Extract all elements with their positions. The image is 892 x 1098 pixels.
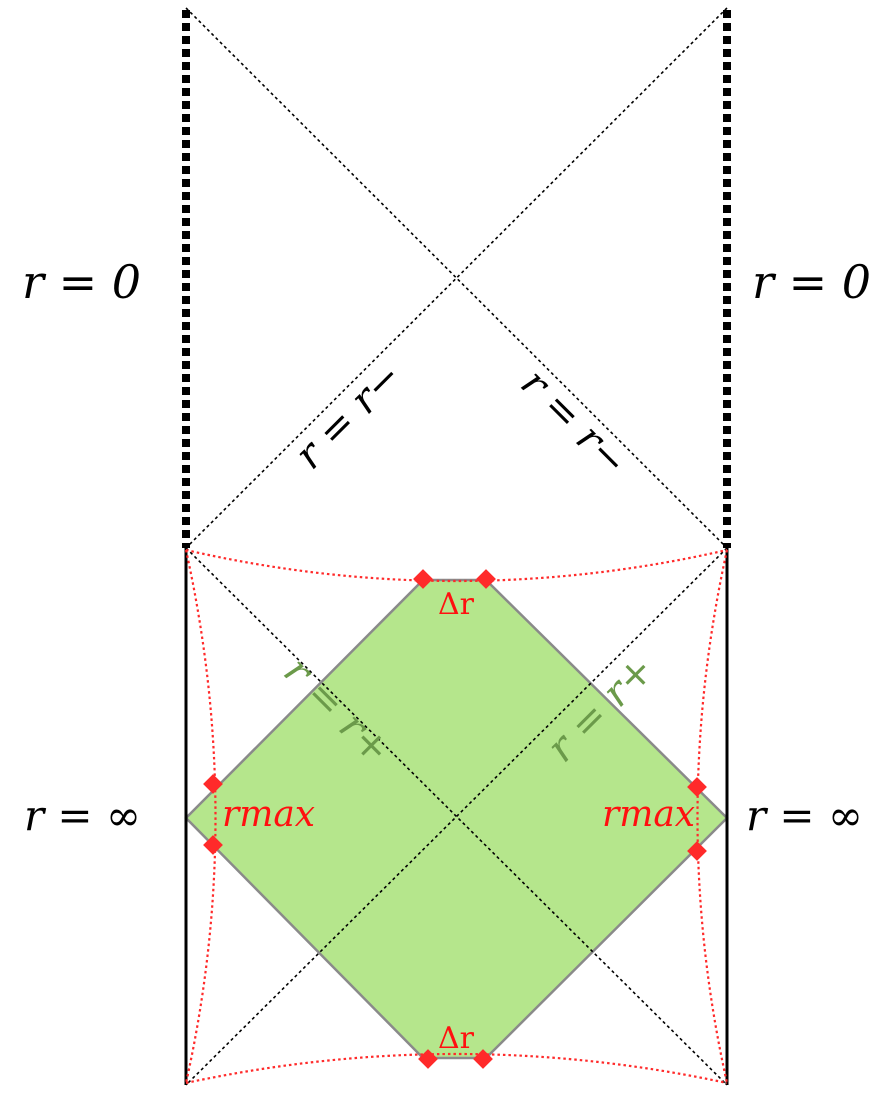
cutoff-left-label: rmax <box>222 794 315 835</box>
cutoff-right-label: rmax <box>602 794 695 835</box>
outer-horizon-line-a <box>185 547 728 1086</box>
inner-horizon-right-label: r = r− <box>512 360 637 485</box>
cutoff-curve-right <box>696 549 729 1084</box>
outer-horizon-line-b <box>185 547 728 1086</box>
inner-horizon-line-a <box>185 7 728 549</box>
cutoff-curve-top <box>185 548 728 583</box>
right-singularity-label: r = 0 <box>752 255 871 309</box>
marker-top-right <box>476 569 496 589</box>
marker-bottom-left <box>418 1049 438 1069</box>
right-boundary-label: r = ∞ <box>746 791 863 840</box>
delta-bottom-label: Δr <box>438 1021 475 1056</box>
inner-horizon-line-b <box>185 7 728 549</box>
inner-horizon-left-label: r = r− <box>286 353 411 478</box>
left-singularity-label: r = 0 <box>22 255 141 309</box>
marker-top-left <box>413 569 433 589</box>
delta-top-label: Δr <box>438 587 475 622</box>
left-boundary-label: r = ∞ <box>24 791 141 840</box>
marker-right-upper <box>687 777 707 797</box>
marker-bottom-right <box>473 1049 493 1069</box>
marker-right-lower <box>687 841 707 861</box>
cutoff-curve-left <box>184 549 217 1084</box>
cutoff-curve-bottom <box>185 1052 728 1085</box>
